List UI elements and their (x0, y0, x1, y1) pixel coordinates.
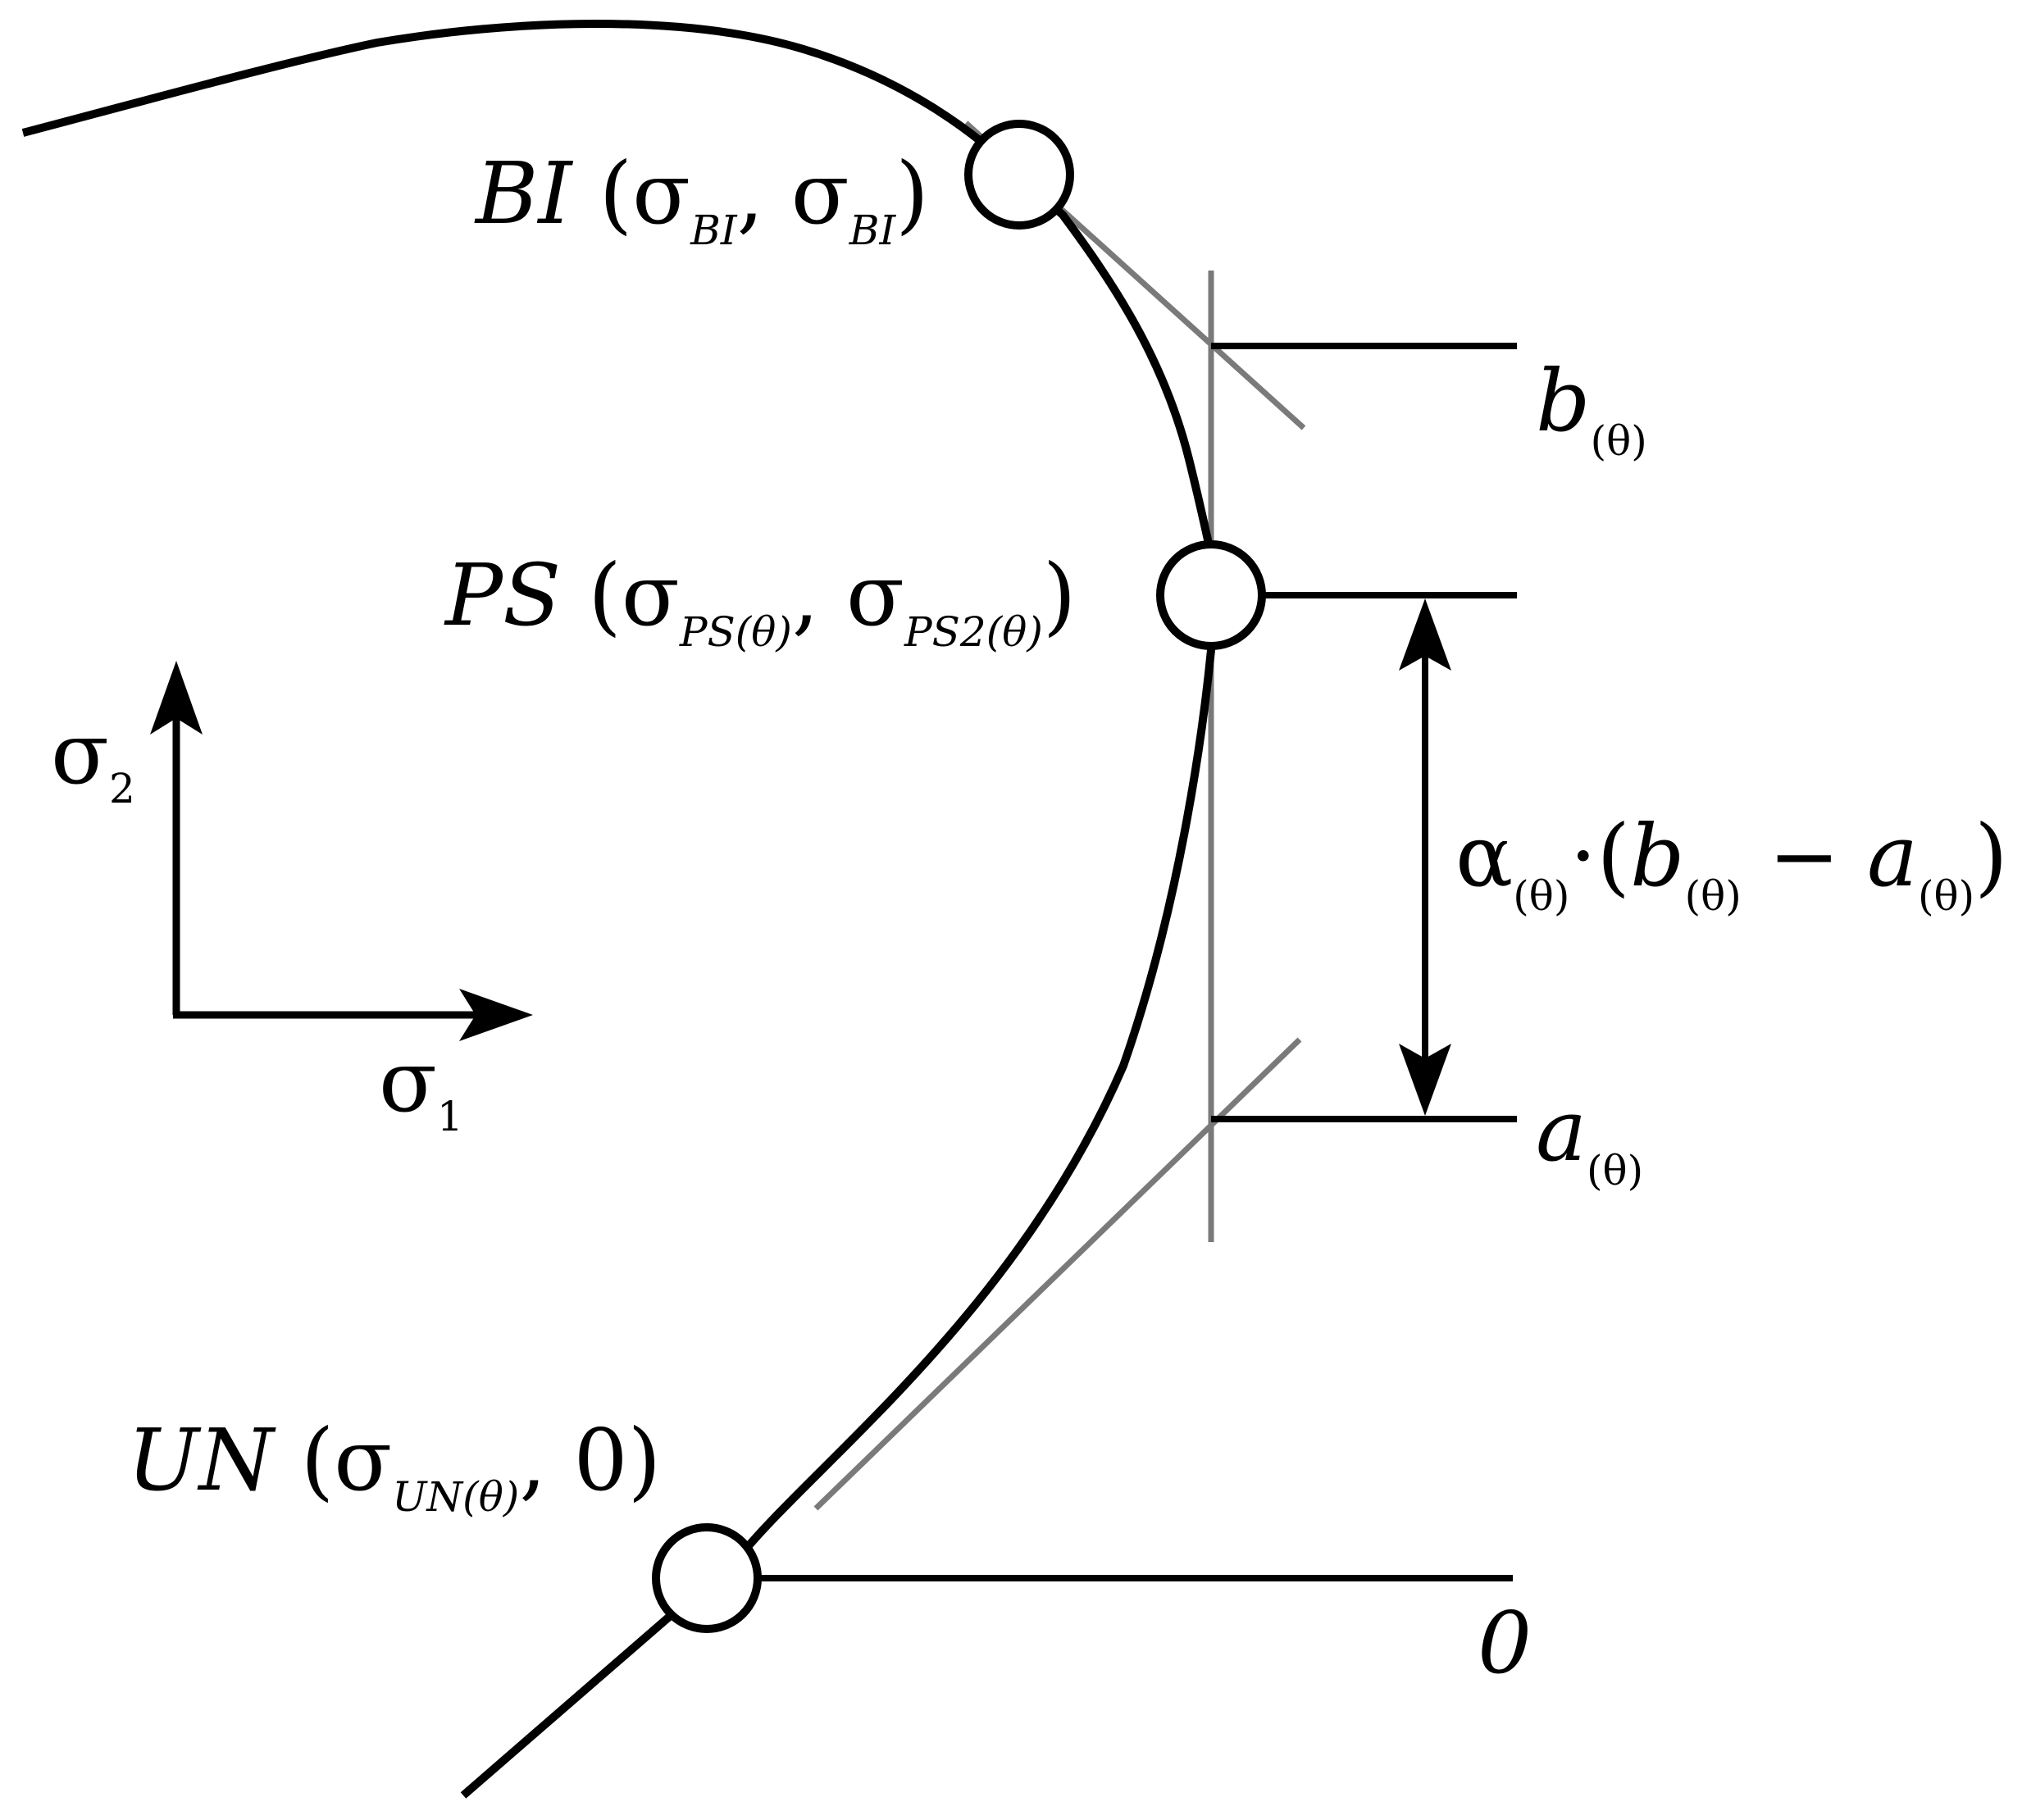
zero-label: 0 (1478, 1593, 1532, 1693)
alpha-expression-label: α(θ)·(b(θ) − a(θ)) (1455, 806, 2008, 920)
a-theta-label: a(θ) (1536, 1081, 1643, 1194)
sigma2-axis-label: σ2 (51, 703, 135, 812)
yield-curve (21, 20, 1218, 1799)
sigma1-axis-label: σ1 (379, 1031, 463, 1140)
bi-point (964, 120, 1074, 230)
ps-label: PS (σPS(θ), σPS2(θ)) (444, 545, 1076, 656)
bi-label: BI (σBI, σBI) (474, 143, 929, 254)
alpha-arrow-head-bottom (1399, 1044, 1451, 1116)
ps-point (1156, 540, 1266, 650)
sigma2-arrow-head (150, 661, 203, 735)
un-point (652, 1523, 762, 1633)
alpha-arrow-head-top (1399, 598, 1451, 671)
un-label: UN (σUN(θ), 0) (127, 1410, 661, 1521)
b-theta-label: b(θ) (1536, 351, 1647, 465)
sigma1-arrow-head (459, 989, 533, 1041)
tangent-line-un (813, 1037, 1302, 1511)
